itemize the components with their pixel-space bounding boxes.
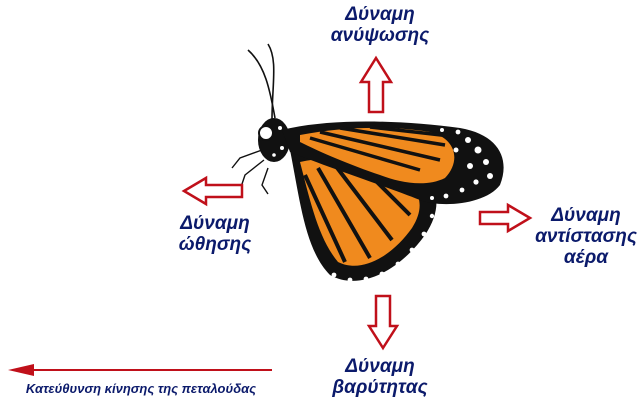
lift-force-label: Δύναμη ανύψωσης [325, 4, 435, 46]
thrust-arrow-icon [181, 175, 244, 207]
direction-of-motion-label: Κατεύθυνση κίνησης της πεταλούδας [25, 381, 257, 396]
thrust-force-label: Δύναμη ώθησης [160, 213, 270, 255]
thrust-force-label-line1: Δύναμη [180, 213, 250, 234]
drag-force-label-line3: αέρα [563, 247, 609, 268]
monarch-butterfly-icon [231, 43, 504, 283]
thin-red-arrow-icon [8, 364, 272, 376]
gravity-arrow-icon [366, 294, 400, 351]
lift-force-label-line2: ανύψωσης [330, 25, 430, 46]
gravity-force-label-line1: Δύναμη [345, 356, 415, 377]
drag-force-label-line1: Δύναμη [551, 205, 621, 226]
gravity-force-label: Δύναμη βαρύτητας [325, 356, 435, 398]
gravity-force-label-line2: βαρύτητας [332, 377, 428, 398]
lift-force-label-line1: Δύναμη [345, 4, 415, 25]
drag-arrow-icon [478, 202, 533, 234]
lift-arrow-icon [358, 55, 394, 114]
thrust-force-label-line2: ώθησης [178, 234, 252, 255]
drag-force-label: Δύναμη αντίστασης αέρα [530, 205, 640, 268]
drag-force-label-line2: αντίστασης [535, 226, 637, 247]
